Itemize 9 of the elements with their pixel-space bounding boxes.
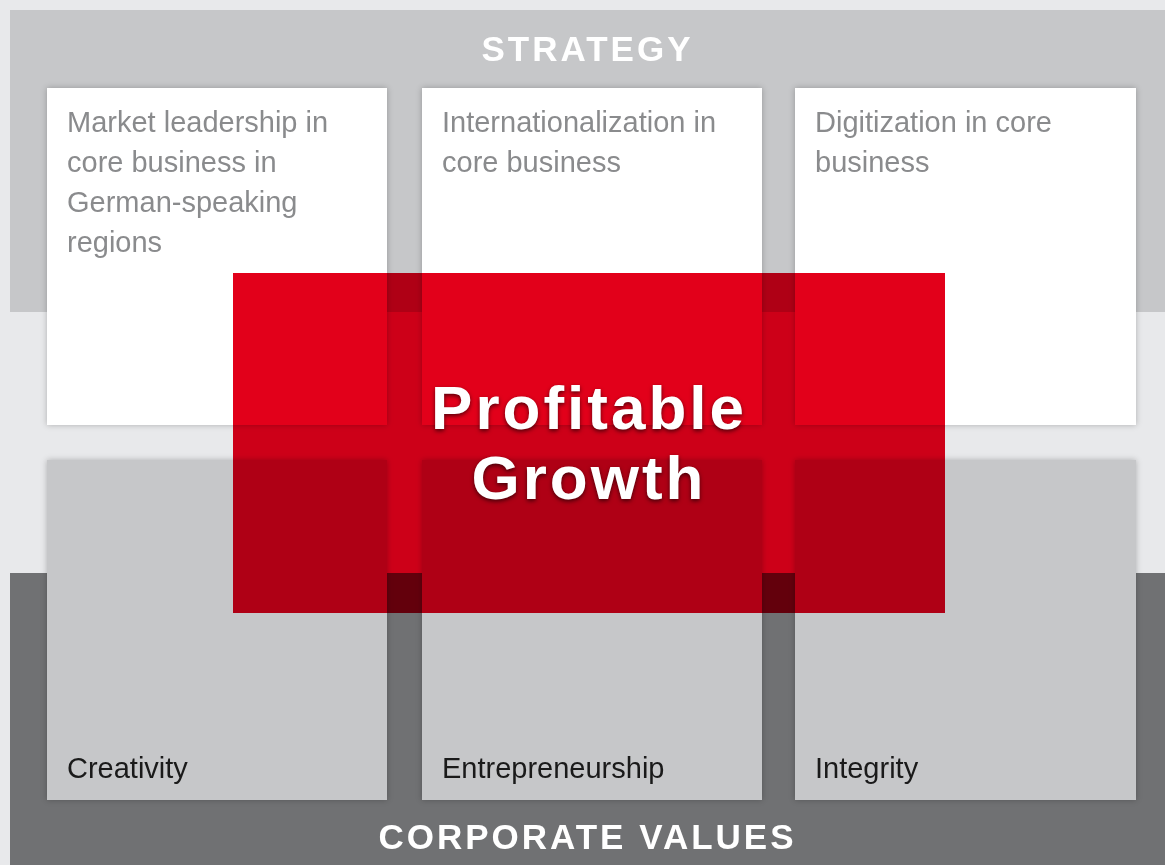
strategy-text: Market leadership in core business in German-speaking regions bbox=[67, 105, 330, 260]
value-text: Creativity bbox=[67, 751, 189, 786]
value-text: Entrepreneurship bbox=[442, 751, 666, 786]
strategy-text: Internationalization in core business bbox=[442, 105, 718, 180]
section-title: CORPORATE VALUES bbox=[377, 817, 798, 857]
heading-text: Profitable Growth bbox=[430, 373, 748, 513]
section-title: STRATEGY bbox=[480, 29, 695, 69]
strategy-text: Digitization in core business bbox=[815, 105, 1053, 180]
value-text: Integrity bbox=[815, 751, 920, 786]
